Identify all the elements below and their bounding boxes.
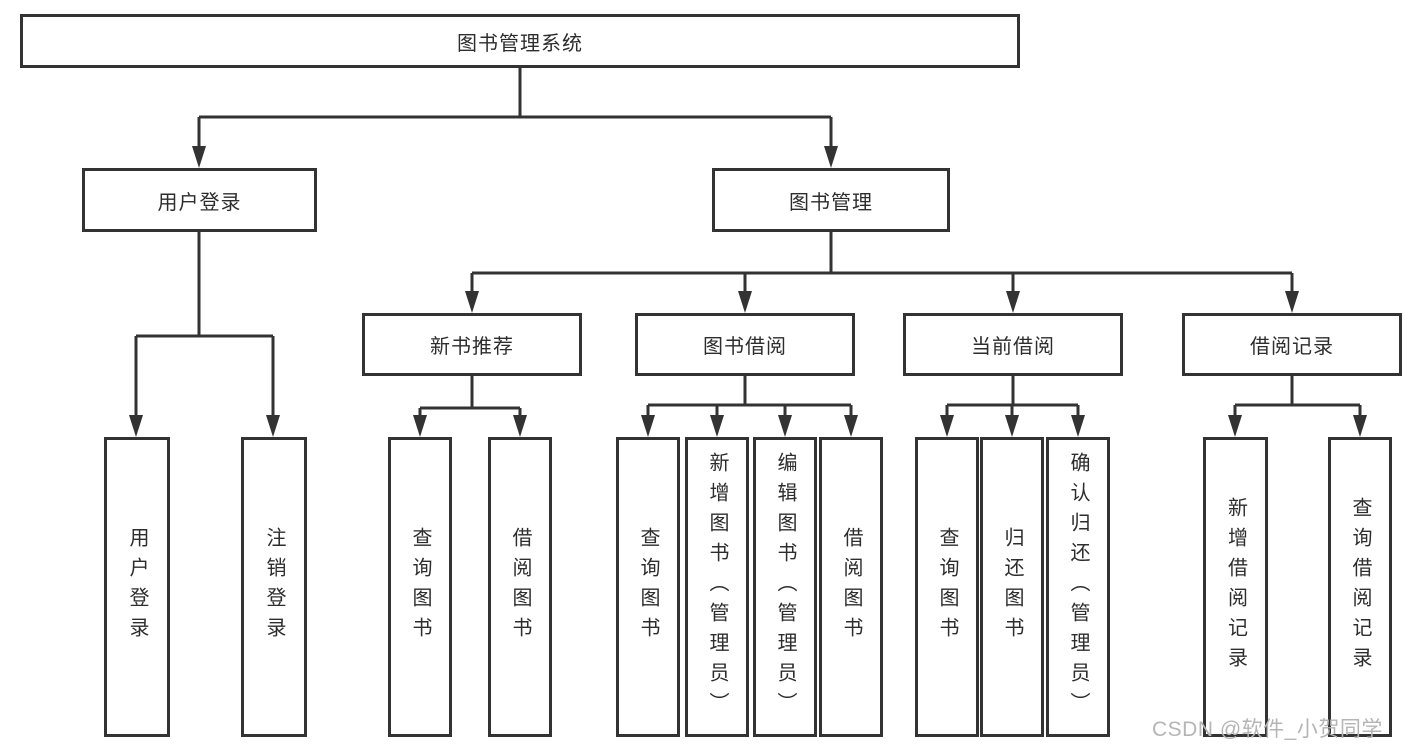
leaf-return-book: 归还图书: [980, 437, 1044, 737]
arrowhead: [1071, 415, 1085, 437]
node-label: 图书管理: [789, 191, 873, 214]
node-label: 用户登录: [126, 527, 148, 647]
leaf-edit-book-admin: 编辑图书（管理员）: [753, 437, 817, 737]
arrowhead: [513, 415, 527, 437]
node-label: 注销登录: [263, 527, 285, 647]
arrowhead: [738, 291, 752, 313]
arrowhead: [778, 415, 792, 437]
node-label: 确认归还（管理员）: [1067, 452, 1089, 722]
node-label: 图书管理系统: [457, 32, 583, 55]
node-user-login: 用户登录: [82, 168, 317, 232]
arrowhead: [1285, 291, 1299, 313]
node-current-borrow: 当前借阅: [903, 313, 1123, 376]
node-label: 借阅记录: [1250, 336, 1334, 358]
leaf-query-borrow-record: 查询借阅记录: [1328, 437, 1392, 737]
node-label: 借阅图书: [840, 527, 862, 647]
node-book-management: 图书管理: [712, 168, 950, 232]
leaf-query-books-recommend: 查询图书: [388, 437, 452, 737]
leaf-borrow-book: 借阅图书: [819, 437, 883, 737]
arrowhead: [266, 415, 280, 437]
connector-borrow-record-subtree: [1228, 376, 1367, 437]
arrowhead: [641, 415, 655, 437]
node-label: 查询借阅记录: [1349, 497, 1371, 677]
connector-book-mgmt-to-level3: [465, 232, 1299, 313]
arrowhead: [824, 146, 838, 168]
connector-user-login-subtree: [129, 232, 280, 437]
node-library-system-root: 图书管理系统: [20, 14, 1020, 68]
node-new-book-recommend: 新书推荐: [362, 313, 582, 376]
leaf-query-books-borrow: 查询图书: [616, 437, 680, 737]
arrowhead: [1228, 415, 1242, 437]
arrowhead: [844, 415, 858, 437]
connector-new-book-subtree: [413, 376, 527, 437]
node-label: 当前借阅: [971, 336, 1055, 358]
node-borrow-record: 借阅记录: [1182, 313, 1402, 376]
node-label: 新增图书（管理员）: [706, 452, 728, 722]
leaf-add-borrow-record: 新增借阅记录: [1203, 437, 1268, 737]
leaf-borrow-books-recommend: 借阅图书: [488, 437, 552, 737]
connector-root-to-level2: [192, 68, 838, 168]
arrowhead: [1006, 291, 1020, 313]
node-label: 新书推荐: [430, 336, 514, 358]
arrowhead: [465, 291, 479, 313]
arrowhead: [940, 415, 954, 437]
connector-book-borrow-subtree: [641, 376, 858, 437]
leaf-logout: 注销登录: [241, 437, 307, 737]
leaf-add-book-admin: 新增图书（管理员）: [685, 437, 749, 737]
node-label: 图书借阅: [703, 336, 787, 358]
node-label: 查询图书: [936, 527, 958, 647]
leaf-user-login: 用户登录: [104, 437, 170, 737]
node-label: 查询图书: [637, 527, 659, 647]
arrowhead: [129, 415, 143, 437]
node-label: 用户登录: [157, 191, 242, 214]
node-label: 编辑图书（管理员）: [774, 452, 796, 722]
arrowhead: [1353, 415, 1367, 437]
leaf-query-books-current: 查询图书: [915, 437, 979, 737]
node-label: 查询图书: [409, 527, 431, 647]
connector-current-borrow-subtree: [940, 376, 1085, 437]
leaf-confirm-return-admin: 确认归还（管理员）: [1046, 437, 1110, 737]
node-label: 借阅图书: [509, 527, 531, 647]
csdn-watermark: CSDN @软件_小贺同学: [1152, 718, 1383, 741]
node-label: 新增借阅记录: [1224, 497, 1247, 677]
arrowhead: [192, 146, 206, 168]
arrowhead: [710, 415, 724, 437]
node-label: 归还图书: [1001, 527, 1023, 647]
arrowhead: [1005, 415, 1019, 437]
arrowhead: [413, 415, 427, 437]
node-book-borrow: 图书借阅: [635, 313, 855, 376]
